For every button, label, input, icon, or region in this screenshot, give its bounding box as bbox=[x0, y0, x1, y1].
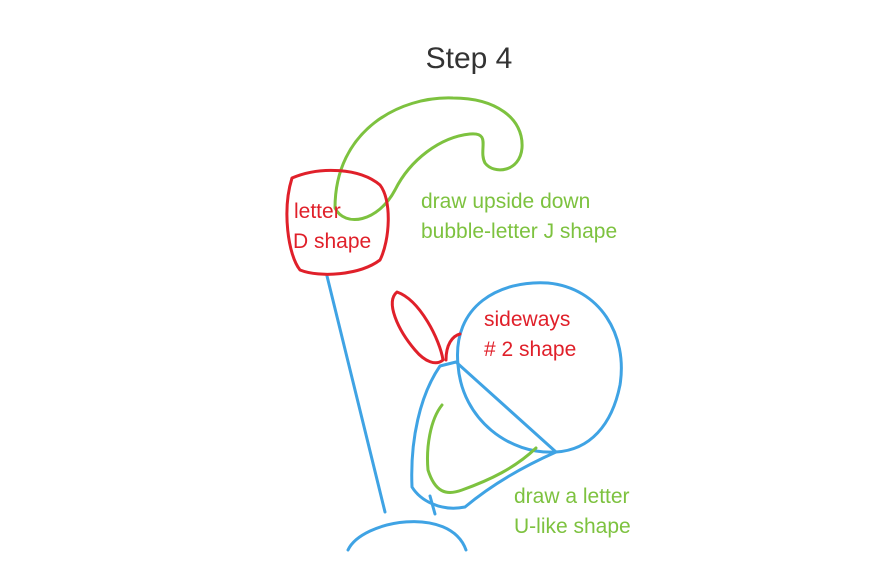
label-u-line2: U-like shape bbox=[514, 515, 631, 538]
green-shapes bbox=[333, 96, 538, 494]
upside-down-j-shape bbox=[333, 96, 524, 222]
u-like-green-line bbox=[426, 403, 538, 494]
step-title: Step 4 bbox=[425, 42, 513, 75]
label-j-line1: draw upside down bbox=[421, 190, 590, 213]
d-shape bbox=[285, 168, 390, 276]
label-j-line2: bubble-letter J shape bbox=[421, 220, 617, 243]
label-letter-line2: D shape bbox=[293, 230, 371, 253]
label-sideways-line1: sideways bbox=[484, 308, 570, 331]
u-cup-shape bbox=[410, 360, 558, 510]
small-hook-shape bbox=[444, 332, 462, 362]
label-sideways-line2: # 2 shape bbox=[484, 338, 576, 361]
blue-guides bbox=[325, 274, 623, 552]
red-shapes bbox=[285, 168, 462, 365]
label-letter-line1: letter bbox=[294, 200, 341, 223]
head-circle bbox=[456, 281, 623, 454]
label-u-line1: draw a letter bbox=[514, 485, 630, 508]
bottom-circle-arc bbox=[346, 520, 468, 552]
leaf-loop-shape bbox=[390, 290, 445, 365]
stem-line bbox=[325, 274, 387, 514]
